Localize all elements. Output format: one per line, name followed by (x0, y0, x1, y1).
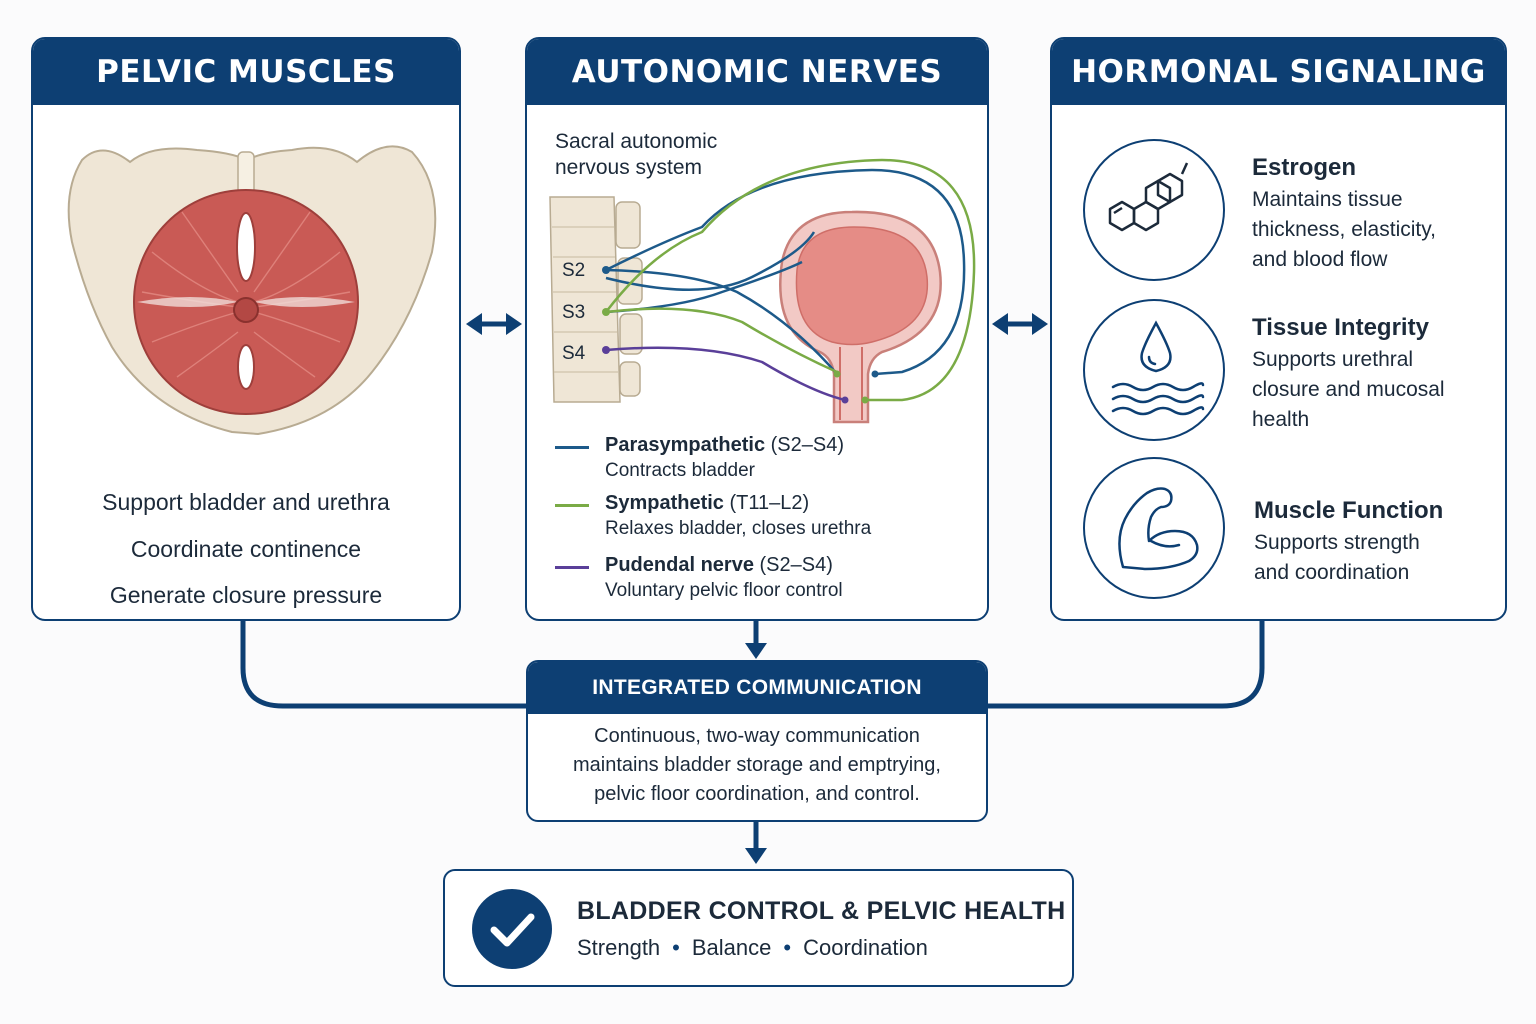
autonomic-nerves-panel: AUTONOMIC NERVES Sacral autonomic nervou… (525, 37, 989, 621)
pelvic-floor-illustration (67, 145, 437, 436)
hormonal-signaling-panel: HORMONAL SIGNALING Estrogen Maintains ti… (1050, 37, 1507, 621)
legend-desc: Contracts bladder (605, 460, 755, 481)
steroid-molecule-icon (1083, 139, 1225, 281)
integrated-communication-box: INTEGRATED COMMUNICATION Continuous, two… (526, 660, 988, 822)
panel-title: AUTONOMIC NERVES (527, 39, 987, 105)
water-drop-icon (1083, 299, 1225, 441)
legend-name: Pudendal nerve (605, 554, 754, 576)
outcome-items: Strength • Balance • Coordination (577, 935, 928, 961)
hormone-title: Estrogen (1252, 154, 1357, 181)
bullet-dot: • (672, 935, 680, 960)
muscle-function-2: Coordinate continence (130, 535, 362, 562)
right-connector (988, 621, 1265, 709)
hormone-desc: Supports strength and coordination (1254, 531, 1420, 584)
panel-title: HORMONAL SIGNALING (1052, 39, 1505, 105)
legend-swatch (555, 504, 589, 507)
legend-desc: Relaxes bladder, closes urethra (605, 518, 872, 539)
legend-swatch (555, 566, 589, 569)
sacral-subtitle: Sacral autonomic nervous system (555, 130, 718, 179)
level-label-s3: S3 (562, 302, 585, 323)
flexed-arm-icon (1083, 457, 1225, 599)
hormone-desc: Maintains tissue thickness, elasticity, … (1252, 188, 1437, 271)
legend-desc: Voluntary pelvic floor control (605, 580, 843, 601)
hormone-title: Tissue Integrity (1252, 314, 1429, 341)
legend-range: (S2–S4) (770, 434, 845, 456)
legend-name: Sympathetic (605, 492, 724, 514)
panel-title: PELVIC MUSCLES (33, 39, 459, 105)
legend-range: (T11–L2) (729, 492, 810, 514)
hormone-title: Muscle Function (1254, 497, 1444, 524)
outcome-item-strength: Strength (577, 935, 661, 960)
muscle-functions-list: Support bladder and urethra Coordinate c… (33, 489, 459, 619)
muscle-function-3: Generate closure pressure (109, 582, 383, 608)
muscle-function-1: Support bladder and urethra (102, 489, 390, 515)
outcome-item-coordination: Coordination (803, 935, 928, 960)
hormone-desc: Supports urethral closure and mucosal he… (1252, 348, 1445, 431)
level-label-s4: S4 (562, 343, 586, 364)
nerve-pathway-illustration: S2 S3 S4 (549, 158, 976, 424)
checkmark-icon (472, 889, 552, 969)
pelvic-muscles-panel: PELVIC MUSCLES Support bladder and ureth… (31, 37, 461, 621)
legend-name: Parasympathetic (605, 434, 766, 456)
bullet-dot: • (783, 935, 792, 960)
left-connector (240, 621, 527, 709)
integrated-title: INTEGRATED COMMUNICATION (528, 662, 986, 714)
integrated-body: Continuous, two-way communication mainta… (573, 725, 941, 805)
legend-swatch (555, 446, 589, 449)
outcome-item-balance: Balance (691, 935, 772, 960)
level-label-s2: S2 (562, 260, 585, 281)
outcome-box: BLADDER CONTROL & PELVIC HEALTH Strength… (443, 869, 1074, 987)
outcome-title: BLADDER CONTROL & PELVIC HEALTH (577, 897, 1066, 925)
legend-range: (S2–S4) (759, 554, 833, 576)
